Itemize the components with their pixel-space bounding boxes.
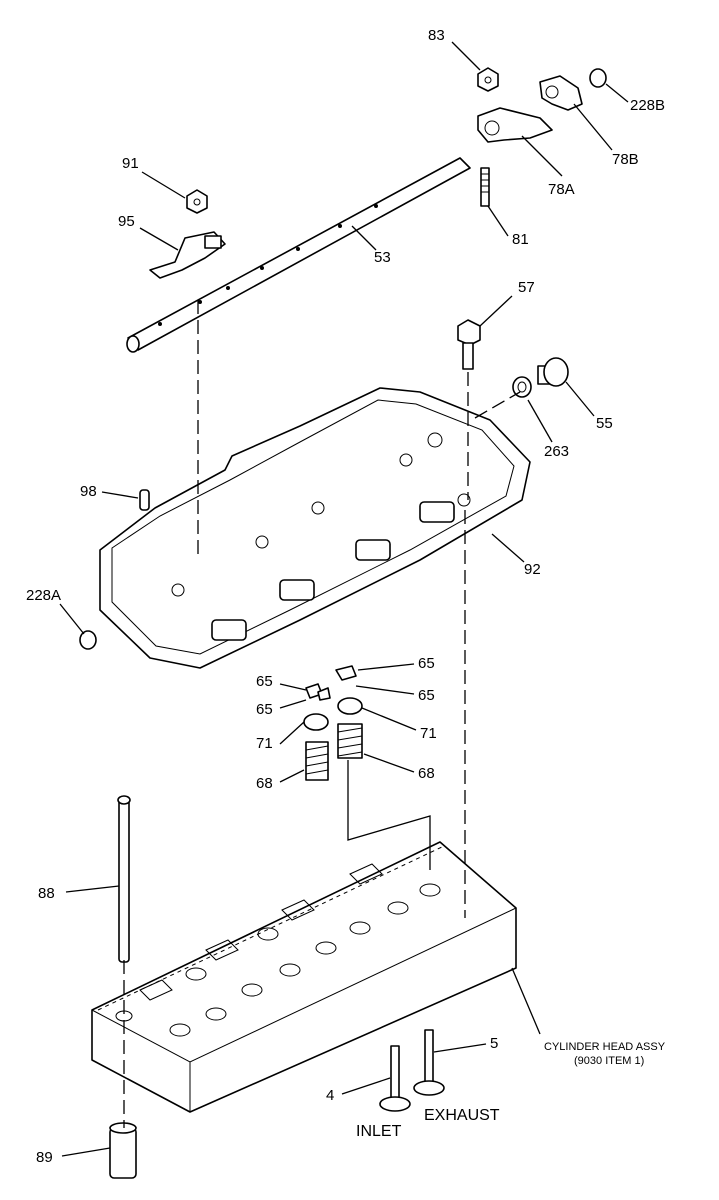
callout-labels: 83 228B 78B 78A 91 95 53 81 57 55 263 98… [26,27,665,1166]
callout-53: 53 [374,249,391,266]
callout-83: 83 [428,27,445,44]
stud-81 [480,167,490,207]
callout-78b: 78B [612,151,639,168]
tappet-89 [109,1122,137,1179]
dowel-98 [139,489,150,511]
nut-91 [186,189,208,214]
callout-4: 4 [326,1087,334,1104]
head-assy-caption-line2: (9030 ITEM 1) [574,1055,644,1067]
callout-263: 263 [544,443,569,460]
valve-springs-68 [305,723,363,781]
callout-98: 98 [80,483,97,500]
head-assy-caption-line1: CYLINDER HEAD ASSY [544,1041,666,1053]
callout-55: 55 [596,415,613,432]
callout-57: 57 [518,279,535,296]
bushing-228a [79,630,97,650]
callout-65-b: 65 [256,673,273,690]
callout-91: 91 [122,155,139,172]
inlet-valve-4 [379,1045,411,1112]
callout-65-c: 65 [418,687,435,704]
leader-lines [59,41,629,1157]
rocker-housing-92 [99,387,531,669]
callout-71-b: 71 [256,735,273,752]
callout-228a: 228A [26,587,61,604]
callout-95: 95 [118,213,135,230]
callout-65-d: 65 [256,701,273,718]
callout-65-a: 65 [418,655,435,672]
rocker-shaft-53 [126,157,471,353]
nut-83 [477,67,499,92]
bolt-57 [457,319,481,370]
plug-55 [537,357,569,387]
callout-88: 88 [38,885,55,902]
bracket-95 [149,231,226,279]
callout-5: 5 [490,1035,498,1052]
callout-68-a: 68 [418,765,435,782]
exhaust-caption: EXHAUST [424,1107,500,1124]
callout-71-a: 71 [420,725,437,742]
captions: CYLINDER HEAD ASSY (9030 ITEM 1) INLET E… [356,1041,666,1140]
callout-89: 89 [36,1149,53,1166]
valve-keepers-65 [305,665,357,701]
push-rod-88 [117,795,131,963]
callout-92: 92 [524,561,541,578]
inlet-caption: INLET [356,1123,402,1140]
rocker-arm-78a [477,107,553,143]
callout-68-b: 68 [256,775,273,792]
callout-81: 81 [512,231,529,248]
callout-78a: 78A [548,181,575,198]
washer-263 [512,376,532,398]
callout-228b: 228B [630,97,665,114]
bushing-228b [589,68,607,88]
cylinder-head [91,841,517,1113]
assembly-center-lines [123,300,521,1128]
rocker-arm-78b [539,75,583,111]
exhaust-valve-5 [413,1029,445,1096]
